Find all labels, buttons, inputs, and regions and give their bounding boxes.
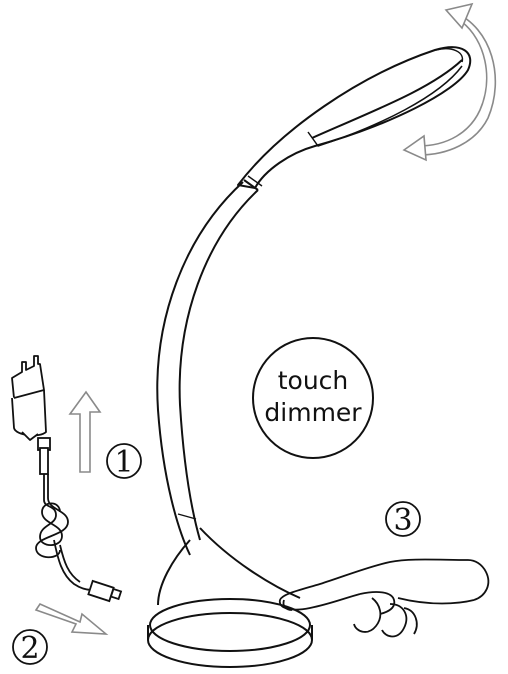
touch-dimmer-badge: touch dimmer — [252, 337, 374, 459]
step-marker-3: 3 — [385, 501, 421, 538]
step1-up-arrow — [68, 390, 102, 473]
power-adapter — [11, 355, 47, 441]
lamp-neck — [156, 175, 263, 556]
step-number-2: 2 — [20, 631, 39, 666]
dimmer-label-line1: touch — [278, 366, 349, 395]
step-marker-2: 2 — [12, 629, 48, 666]
lamp-head — [237, 46, 472, 189]
step-number-1: 1 — [114, 445, 133, 480]
step-number-3: 3 — [393, 503, 412, 538]
step2-diag-arrow — [34, 602, 109, 635]
dimmer-label-line2: dimmer — [264, 398, 362, 427]
usb-cable — [35, 437, 123, 603]
step-marker-1: 1 — [106, 443, 142, 480]
rotation-arrow — [402, 2, 497, 162]
lamp-base — [147, 527, 313, 668]
hand-illustration — [278, 558, 490, 638]
